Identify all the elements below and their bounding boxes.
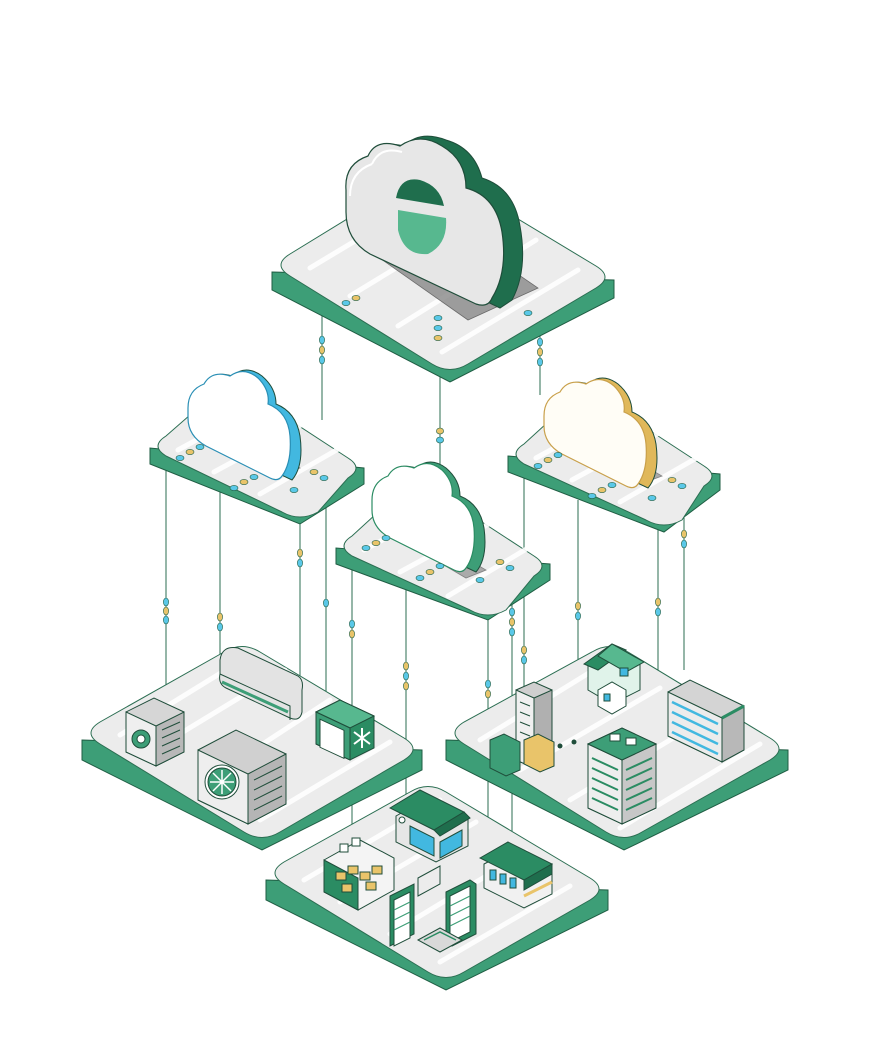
connector-dot (553, 452, 563, 458)
connector-dot (575, 601, 581, 611)
freezer-unit-icon (314, 699, 376, 761)
main-cloud-tile (271, 135, 615, 383)
connector-dot (485, 679, 491, 689)
connector-dot (607, 482, 617, 488)
connector-dot (543, 457, 553, 463)
green-cloud-icon (371, 461, 486, 573)
connector-dot (655, 597, 661, 607)
connector-dot (239, 479, 249, 485)
connector-dot (351, 295, 361, 301)
connector-dot (521, 655, 527, 665)
connector-dot (341, 300, 351, 306)
connector-dot (533, 463, 543, 469)
connector-dot (185, 449, 195, 455)
connector-dot (537, 347, 543, 357)
connector-dot (361, 545, 371, 551)
connector-dot (433, 335, 443, 341)
condenser-unit-icon (197, 729, 287, 825)
connector-dot (475, 577, 485, 583)
connector-dot (521, 645, 527, 655)
connector-dot (436, 427, 444, 435)
connector-dot (297, 558, 303, 568)
connector-dot (575, 611, 581, 621)
connector-dot (677, 483, 687, 489)
connector-dot (435, 563, 445, 569)
buildings-tile (445, 643, 789, 851)
retail-tile (265, 786, 609, 991)
connector-dot (163, 606, 169, 616)
hotel-building-icon (667, 679, 745, 763)
connector-dot (349, 629, 355, 639)
connector-dot (509, 617, 515, 627)
cloud-with-logo-icon (345, 135, 524, 309)
connector-dot (217, 622, 223, 632)
warehouse-icon (388, 789, 471, 863)
outdoor-unit-icon (125, 697, 185, 767)
connector-dot (436, 436, 444, 444)
connector-dot (597, 487, 607, 493)
connector-dot (433, 325, 443, 331)
blue-cloud-tile (149, 369, 365, 525)
connector-dot (163, 597, 169, 607)
connector-dot (485, 689, 491, 699)
connector-dot (667, 477, 677, 483)
connector-dot (319, 335, 325, 345)
house-icon (582, 643, 646, 715)
supermarket-shelves-icon (389, 865, 477, 953)
connector-dot (195, 444, 205, 450)
connector-dot (175, 455, 185, 461)
connector-dot (403, 661, 409, 671)
gold-cloud-icon (543, 377, 658, 489)
connector-dot (403, 681, 409, 691)
storefront-icon (478, 841, 554, 909)
connector-dot (523, 310, 533, 316)
connector-dot (249, 474, 259, 480)
connector-dot (371, 540, 381, 546)
connector-dot (403, 671, 409, 681)
connector-dot (655, 607, 661, 617)
connector-dot (217, 612, 223, 622)
connector-dot (505, 565, 515, 571)
connector-dot (537, 357, 543, 367)
blue-cloud-icon (187, 369, 302, 481)
connector-dot (587, 493, 597, 499)
connector-dot (381, 535, 391, 541)
apartment-block-icon (586, 727, 658, 825)
connector-dot (289, 487, 299, 493)
connector-dot (309, 469, 319, 475)
connector-dot (297, 548, 303, 558)
hvac-tile (81, 646, 423, 851)
connector-dot (537, 337, 543, 347)
connector-dot (229, 485, 239, 491)
connector-dot (319, 355, 325, 365)
cold-storage-icon (323, 837, 395, 911)
green-cloud-tile (335, 461, 551, 621)
split-ac-icon (219, 647, 303, 720)
connector-dot (433, 315, 443, 321)
connector-dot (509, 607, 515, 617)
connector-dot (163, 615, 169, 625)
connector-dot (495, 559, 505, 565)
connector-dot (323, 598, 329, 608)
connector-dot (425, 569, 435, 575)
connector-dot (415, 575, 425, 581)
connector-dot (681, 529, 687, 539)
connector-dot (349, 619, 355, 629)
connector-dot (681, 539, 687, 549)
connector-dot (319, 345, 325, 355)
connector-dot (647, 495, 657, 501)
office-tower-icon (489, 681, 577, 777)
connector-dot (319, 475, 329, 481)
gold-cloud-tile (507, 377, 721, 533)
connector-dot (509, 627, 515, 637)
connector-dots (163, 295, 687, 699)
